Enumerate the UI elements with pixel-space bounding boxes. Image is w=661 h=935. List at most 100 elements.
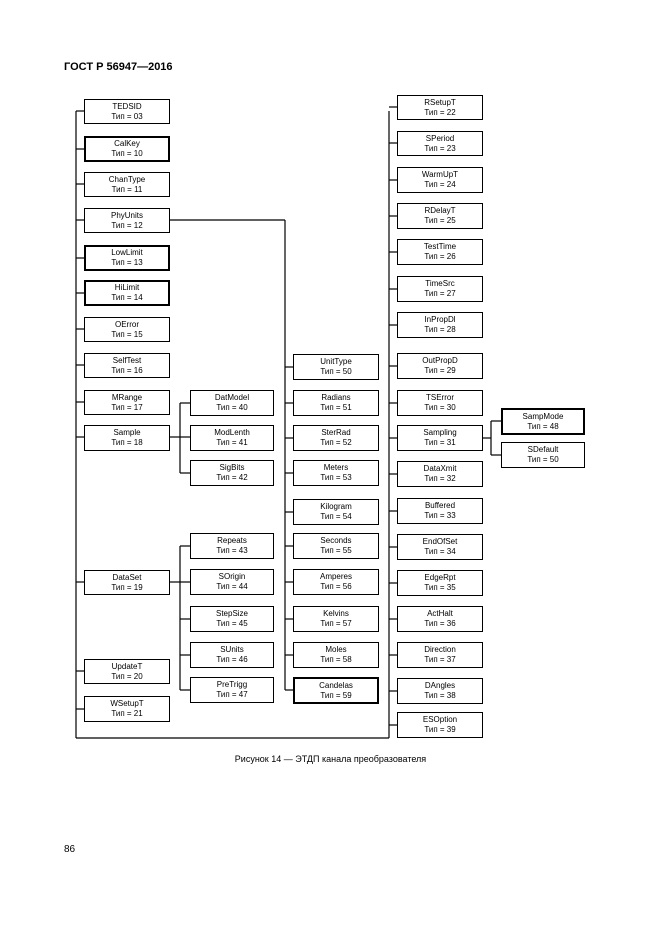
node-label: PhyUnits (110, 210, 143, 220)
document-header: ГОСТ Р 56947—2016 (64, 61, 173, 73)
node-type: Тип = 21 (111, 709, 143, 718)
node-type: Тип = 57 (320, 619, 352, 628)
node-type: Тип = 03 (111, 111, 143, 121)
node-label: ChanType (108, 174, 146, 184)
figure-caption: Рисунок 14 — ЭТДП канала преобразователя (234, 754, 427, 764)
node-type: Тип = 46 (216, 655, 248, 664)
node-label: SUnits (220, 645, 244, 654)
node-type: Тип = 25 (424, 216, 456, 225)
node-label: Moles (325, 645, 347, 654)
node-type: Тип = 18 (111, 438, 143, 447)
node-label: ESOption (422, 715, 458, 724)
node-label: SPeriod (425, 133, 455, 143)
node-type: Тип = 42 (216, 473, 248, 482)
node-type: Тип = 19 (111, 582, 143, 592)
node-type: Тип = 15 (111, 329, 143, 339)
node-type: Тип = 59 (320, 690, 352, 700)
node-label: CalKey (114, 139, 140, 148)
node-type: Тип = 26 (424, 252, 456, 261)
node-type: Тип = 40 (216, 403, 248, 412)
node-type: Тип = 56 (320, 582, 352, 591)
page-number: 86 (64, 844, 76, 855)
node-label: SigBits (219, 463, 245, 472)
node-label: WSetupT (110, 699, 144, 708)
node-label: MRange (111, 392, 143, 402)
node-label: TestTime (423, 242, 457, 251)
node-label: DatModel (214, 393, 250, 402)
node-type: Тип = 52 (320, 438, 352, 447)
node-label: TSError (426, 393, 454, 402)
node-label: DAngles (424, 681, 456, 690)
node-type: Тип = 38 (424, 691, 456, 700)
node-type: Тип = 13 (111, 258, 143, 267)
node-type: Тип = 22 (424, 107, 456, 117)
node-label: UpdateT (111, 661, 143, 671)
node-label: StepSize (215, 609, 249, 618)
node-label: Sample (113, 428, 141, 437)
node-type: Тип = 34 (424, 547, 456, 556)
node-label: ModLenth (214, 428, 250, 437)
node-type: Тип = 47 (216, 690, 248, 699)
node-label: OutPropD (422, 356, 458, 365)
node-type: Тип = 33 (424, 511, 456, 520)
node-type: Тип = 44 (216, 582, 248, 591)
node-label: PreTrigg (216, 680, 248, 689)
node-type: Тип = 50 (527, 455, 559, 464)
node-label: SDefault (527, 445, 559, 454)
node-label: EdgeRpt (424, 573, 456, 582)
node-type: Тип = 30 (424, 403, 456, 412)
node-type: Тип = 36 (424, 619, 456, 628)
node-label: Sampling (423, 428, 457, 437)
node-label: TimeSrc (425, 279, 455, 288)
node-type: Тип = 11 (111, 184, 143, 194)
node-label: SampMode (522, 411, 564, 421)
node-type: Тип = 39 (424, 725, 456, 734)
node-type: Тип = 51 (320, 403, 352, 412)
node-type: Тип = 53 (320, 473, 352, 482)
node-label: WarmUpT (421, 170, 459, 179)
node-label: Kelvins (323, 609, 349, 618)
node-label: Candelas (319, 680, 353, 690)
node-type: Тип = 14 (111, 293, 143, 302)
node-label: Kilogram (320, 502, 352, 511)
node-type: Тип = 23 (424, 143, 456, 153)
node-label: DataXmit (423, 464, 457, 473)
node-type: Тип = 12 (111, 220, 143, 230)
node-label: LowLimit (111, 248, 143, 257)
node-label: Seconds (320, 536, 352, 545)
